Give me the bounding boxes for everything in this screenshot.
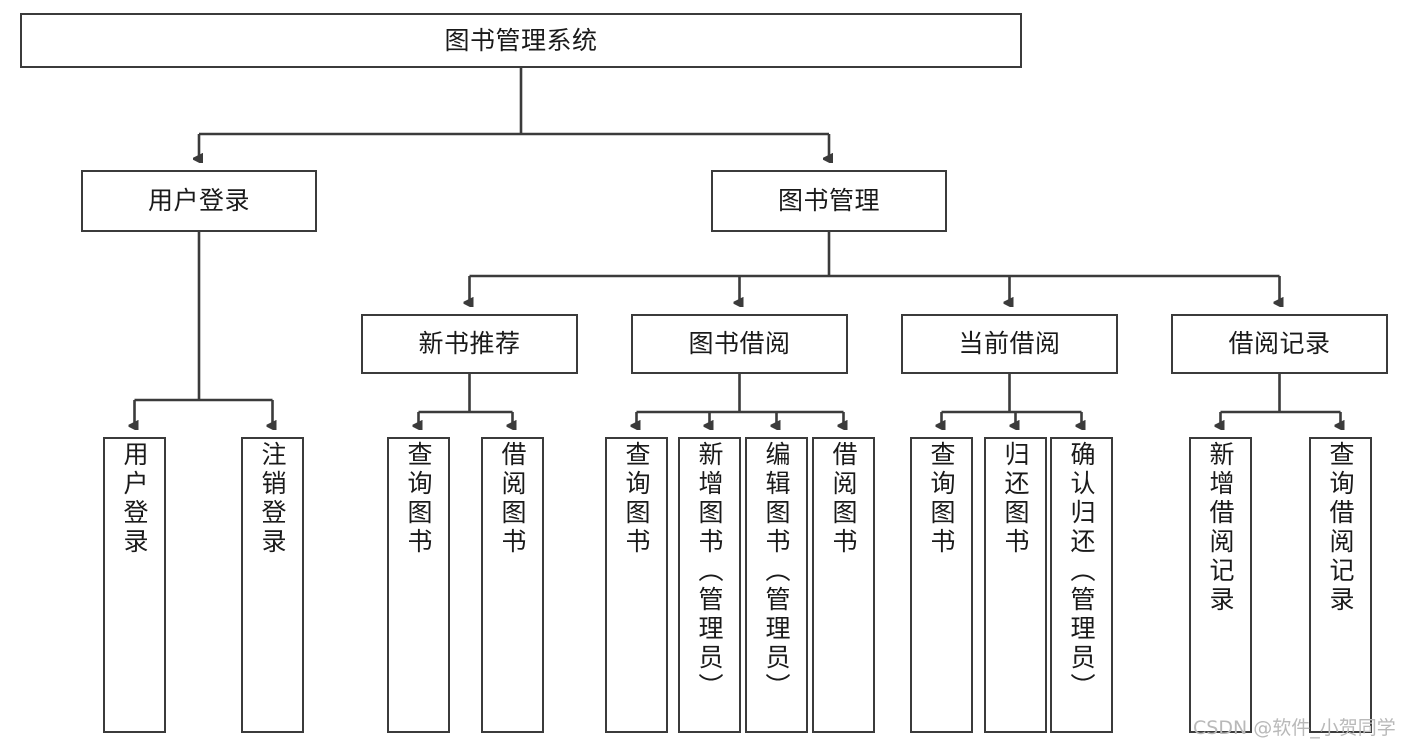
node-leaf-borrow-book-1[interactable]: 借阅图书 (481, 437, 544, 733)
node-label: 编辑图书（管理员） (762, 441, 791, 702)
node-leaf-user-logout[interactable]: 注销登录 (241, 437, 304, 733)
node-root[interactable]: 图书管理系统 (20, 13, 1022, 68)
node-borrow-record[interactable]: 借阅记录 (1171, 314, 1388, 374)
node-label: 查询图书 (927, 441, 956, 557)
node-label: 注销登录 (258, 441, 287, 557)
node-leaf-add-record[interactable]: 新增借阅记录 (1189, 437, 1252, 733)
node-label: 图书管理系统 (444, 25, 598, 55)
node-book-borrow[interactable]: 图书借阅 (631, 314, 848, 374)
node-label: 查询图书 (622, 441, 651, 557)
node-label: 借阅图书 (498, 441, 527, 557)
node-label: 当前借阅 (958, 329, 1061, 359)
node-label: 借阅图书 (829, 441, 858, 557)
node-leaf-edit-book[interactable]: 编辑图书（管理员） (745, 437, 808, 733)
node-label: 借阅记录 (1228, 329, 1331, 359)
node-user-login[interactable]: 用户登录 (81, 170, 317, 232)
node-label: 新书推荐 (418, 329, 521, 359)
node-label: 归还图书 (1001, 441, 1030, 557)
node-leaf-query-book-3[interactable]: 查询图书 (910, 437, 973, 733)
node-leaf-return-book[interactable]: 归还图书 (984, 437, 1047, 733)
node-label: 新增借阅记录 (1206, 441, 1235, 615)
node-label: 用户登录 (147, 186, 250, 216)
node-leaf-confirm-return[interactable]: 确认归还（管理员） (1050, 437, 1113, 733)
node-label: 图书借阅 (688, 329, 791, 359)
node-leaf-borrow-book-2[interactable]: 借阅图书 (812, 437, 875, 733)
node-leaf-add-book[interactable]: 新增图书（管理员） (678, 437, 741, 733)
node-label: 确认归还（管理员） (1067, 441, 1096, 702)
node-book-manage[interactable]: 图书管理 (711, 170, 947, 232)
watermark-text: CSDN @软件_小贺同学 (1193, 717, 1396, 739)
node-label: 查询借阅记录 (1326, 441, 1355, 615)
node-leaf-query-book-2[interactable]: 查询图书 (605, 437, 668, 733)
node-label: 查询图书 (404, 441, 433, 557)
node-leaf-query-record[interactable]: 查询借阅记录 (1309, 437, 1372, 733)
node-new-book-rec[interactable]: 新书推荐 (361, 314, 578, 374)
node-leaf-query-book-1[interactable]: 查询图书 (387, 437, 450, 733)
node-label: 新增图书（管理员） (695, 441, 724, 702)
node-label: 用户登录 (120, 441, 149, 557)
node-leaf-user-login[interactable]: 用户登录 (103, 437, 166, 733)
node-label: 图书管理 (777, 186, 880, 216)
node-current-borrow[interactable]: 当前借阅 (901, 314, 1118, 374)
